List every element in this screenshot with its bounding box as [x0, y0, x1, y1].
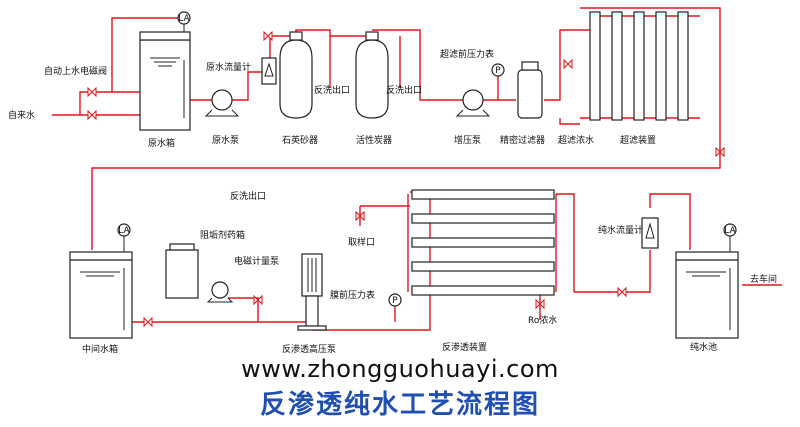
label-backwash-1: 反洗出口 — [314, 84, 350, 96]
quartz-sand-filter — [279, 31, 313, 119]
ro-high-pressure-pump — [297, 253, 327, 331]
label-pure-tank: 纯水池 — [690, 341, 717, 353]
activated-carbon-filter — [355, 31, 389, 119]
label-precision-filter: 精密过滤器 — [500, 134, 545, 146]
label-auto-valve: 自动上水电磁阀 — [44, 65, 107, 77]
svg-text:P: P — [392, 296, 398, 306]
label-raw-pump: 原水泵 — [212, 134, 239, 146]
pure-water-flowmeter — [641, 217, 659, 249]
svg-text:LA: LA — [118, 226, 130, 236]
label-backwash-2: 反洗出口 — [386, 84, 422, 96]
valve-icon — [263, 30, 273, 42]
dosing-pump — [206, 281, 234, 303]
valve-icon — [87, 86, 97, 98]
precision-filter — [517, 61, 543, 119]
website-url: www.zhongguohuayi.com — [241, 355, 559, 383]
raw-water-flowmeter — [261, 57, 277, 85]
label-to-workshop: 去车间 — [750, 273, 777, 285]
uf-unit — [589, 11, 689, 121]
pure-water-tank: LA — [675, 223, 739, 339]
uf-pressure-gauge: P — [491, 63, 505, 77]
diagram-title: 反渗透纯水工艺流程图 — [259, 390, 540, 420]
label-backwash-3: 反洗出口 — [230, 190, 266, 202]
label-raw-flowmeter: 原水流量计 — [206, 61, 251, 73]
valve-icon — [617, 286, 627, 298]
label-booster-pump: 增压泵 — [454, 134, 481, 146]
label-dosing-pump: 电磁计量泵 — [234, 255, 279, 267]
label-membrane-pressure-gauge: 膜前压力表 — [330, 289, 375, 301]
valve-icon — [143, 316, 153, 328]
label-tap-water: 自来水 — [8, 109, 35, 121]
label-scale-inhibitor-tank: 阻垢剂药箱 — [200, 229, 245, 241]
scale-inhibitor-tank — [165, 243, 199, 299]
label-sampling-port: 取样口 — [348, 236, 375, 248]
intermediate-tank: LA — [69, 223, 133, 339]
label-ro-unit: 反渗透装置 — [442, 341, 487, 353]
valve-icon — [563, 58, 573, 70]
label-pure-flowmeter: 纯水流量计 — [598, 224, 643, 236]
valves — [87, 30, 725, 328]
label-ro-hp-pump: 反渗透高压泵 — [282, 343, 336, 355]
label-uf-concentrate: 超滤浓水 — [558, 134, 594, 146]
label-sand-filter: 石英砂器 — [282, 134, 318, 146]
ro-unit — [411, 189, 555, 296]
label-ro-concentrate: Ro浓水 — [528, 314, 557, 326]
label-intermediate-tank: 中间水箱 — [82, 343, 118, 355]
raw-water-tank: LA — [139, 11, 191, 131]
valve-icon — [87, 109, 97, 121]
label-uf-pressure-gauge: 超滤前压力表 — [440, 48, 494, 60]
booster-pump — [455, 89, 491, 117]
svg-text:LA: LA — [724, 226, 736, 236]
valve-icon — [535, 298, 545, 310]
raw-water-pump — [204, 89, 240, 117]
valve-icon — [715, 146, 725, 158]
svg-text:LA: LA — [178, 14, 190, 24]
membrane-pressure-gauge: P — [388, 293, 402, 307]
label-raw-tank: 原水箱 — [148, 137, 175, 149]
label-carbon-filter: 活性炭器 — [356, 134, 392, 146]
valve-icon — [355, 210, 365, 222]
label-uf-unit: 超滤装置 — [620, 134, 656, 146]
equipment-labels: 自动上水电磁阀 自来水 原水箱 原水流量计 原水泵 反洗出口 反洗出口 石英砂器… — [8, 48, 777, 355]
svg-text:P: P — [495, 66, 501, 76]
valve-icon — [253, 294, 263, 306]
